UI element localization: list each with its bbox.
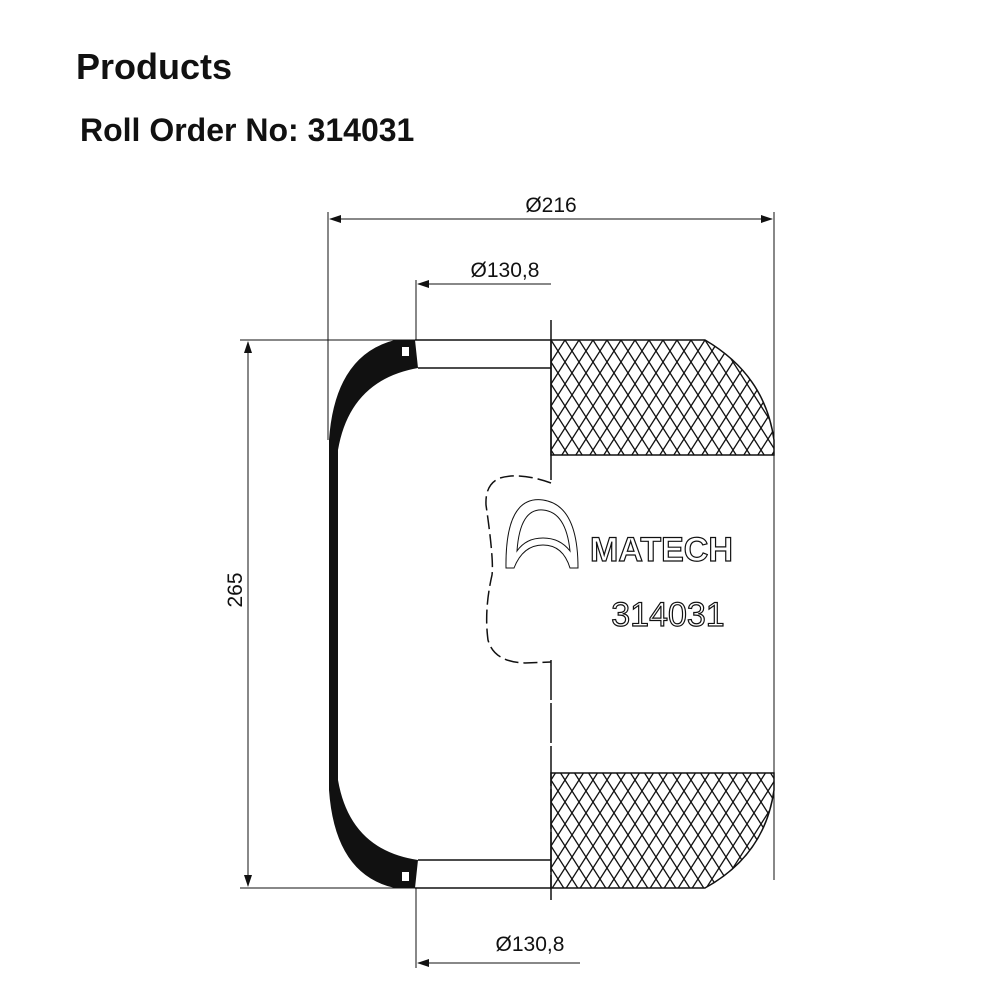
bead-core-bottom	[402, 872, 409, 881]
brand-name: MATECH	[590, 531, 733, 569]
knurl-texture-bottom	[550, 772, 775, 889]
knurl-texture-top	[550, 339, 775, 456]
extension-lines	[240, 212, 775, 968]
dim-bottom-plate-diameter: Ø130,8	[496, 933, 565, 956]
bead-core-top	[402, 347, 409, 356]
roll-order-number: Roll Order No: 314031	[80, 112, 415, 148]
dim-outer-diameter: Ø216	[525, 194, 576, 217]
bellows-section	[329, 340, 418, 888]
page-title: Products	[76, 46, 233, 87]
matech-logo: MATECH	[505, 499, 734, 570]
piston-outline-dashed	[485, 475, 552, 664]
dim-height: 265	[224, 572, 247, 607]
dim-top-plate-diameter: Ø130,8	[471, 259, 540, 282]
part-number-label: 314031	[611, 596, 724, 634]
